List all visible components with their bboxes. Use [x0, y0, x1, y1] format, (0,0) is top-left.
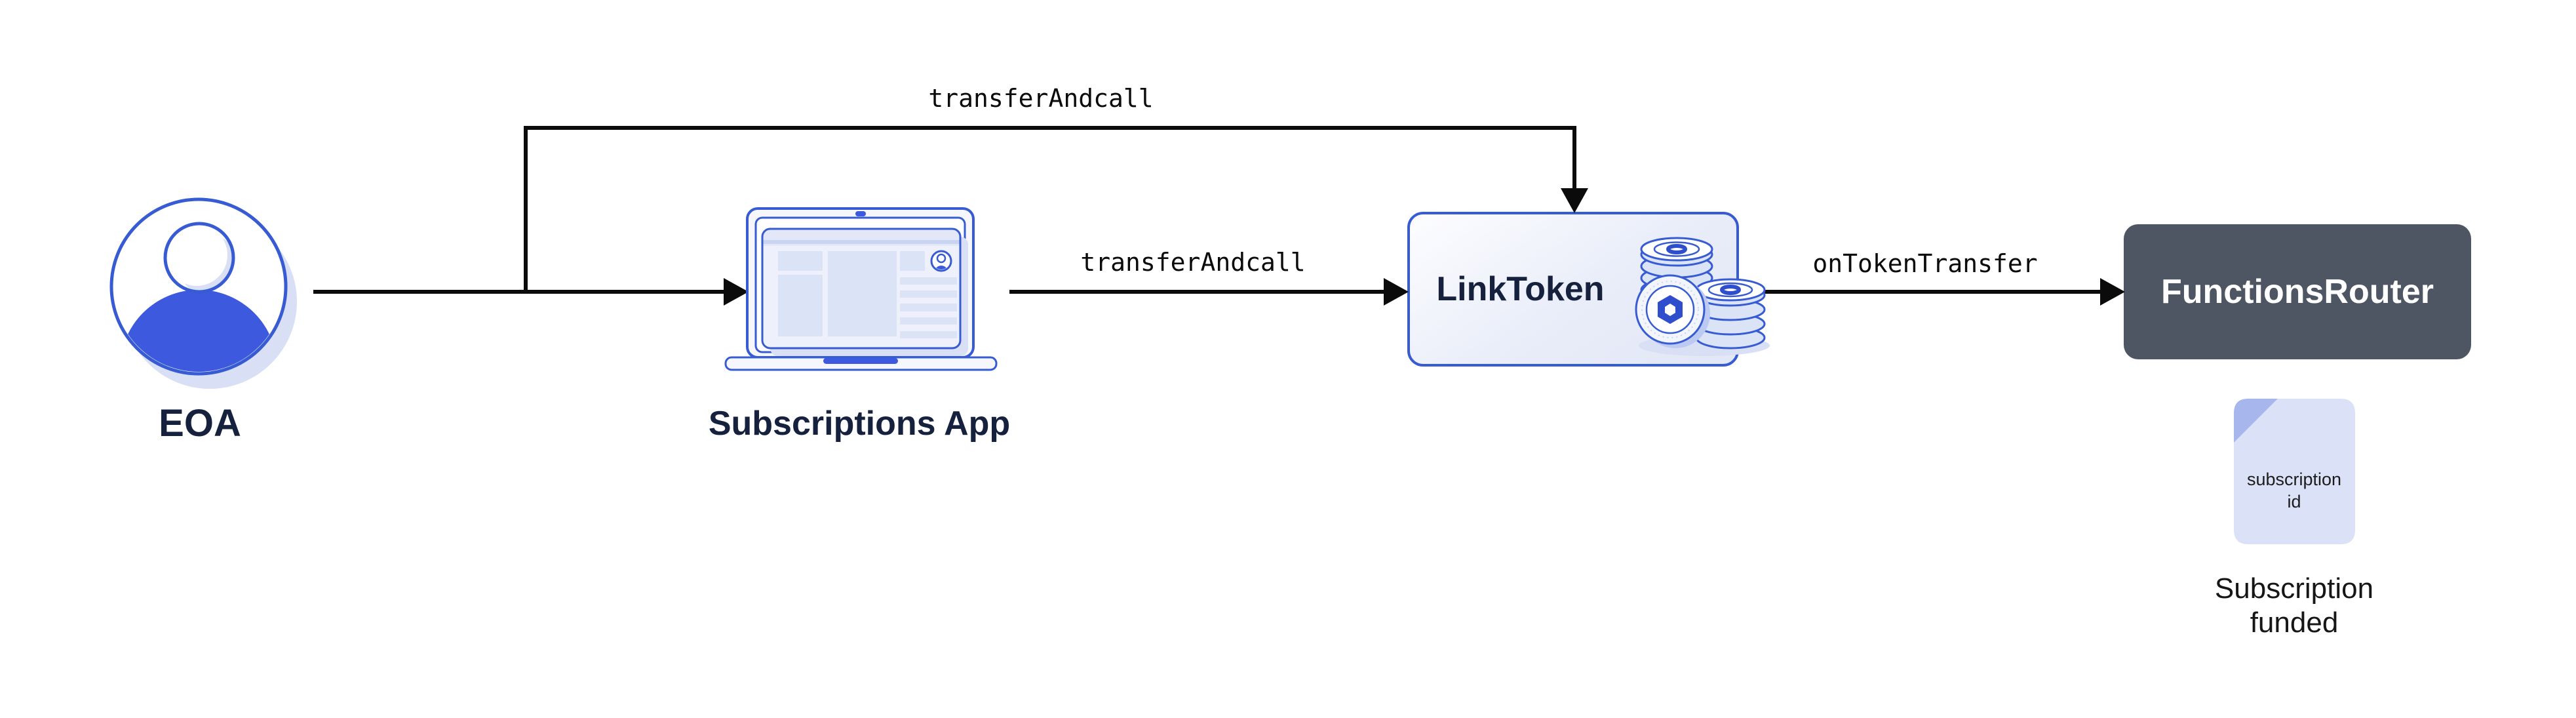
arrowhead-icon: [2100, 278, 2125, 306]
arrowhead-icon: [724, 278, 749, 306]
avatar-head-shape: [163, 222, 235, 294]
user-avatar-icon: [109, 197, 297, 389]
laptop-browser-icon: [724, 207, 998, 371]
chainlink-hexagon-logo: [1658, 295, 1683, 324]
laptop-notch-shape: [823, 358, 898, 364]
arrowhead-icon: [1384, 278, 1409, 306]
edge-eoa-to-app-arrow: [313, 278, 749, 306]
app-window-frame: [761, 228, 962, 349]
edge-eoa-to-linktoken-arrow: [524, 126, 1588, 294]
app-avatar-icon: [930, 250, 952, 272]
document-fold-corner: [2234, 399, 2278, 443]
edge-linktoken-to-router-arrow: [1761, 278, 2125, 306]
laptop-camera-icon: [855, 211, 866, 216]
chainlink-coin-icon: [1635, 274, 1710, 348]
coin-stack-front: [1695, 278, 1766, 349]
functionsrouter-node-box: [2124, 224, 2471, 359]
edge-app-to-linktoken-arrow: [1009, 278, 1409, 306]
link-coin-stack-icon: [1635, 237, 1770, 356]
arrowhead-icon: [1561, 188, 1588, 213]
document-icon: [2234, 399, 2355, 544]
avatar-body-shape: [120, 290, 277, 372]
